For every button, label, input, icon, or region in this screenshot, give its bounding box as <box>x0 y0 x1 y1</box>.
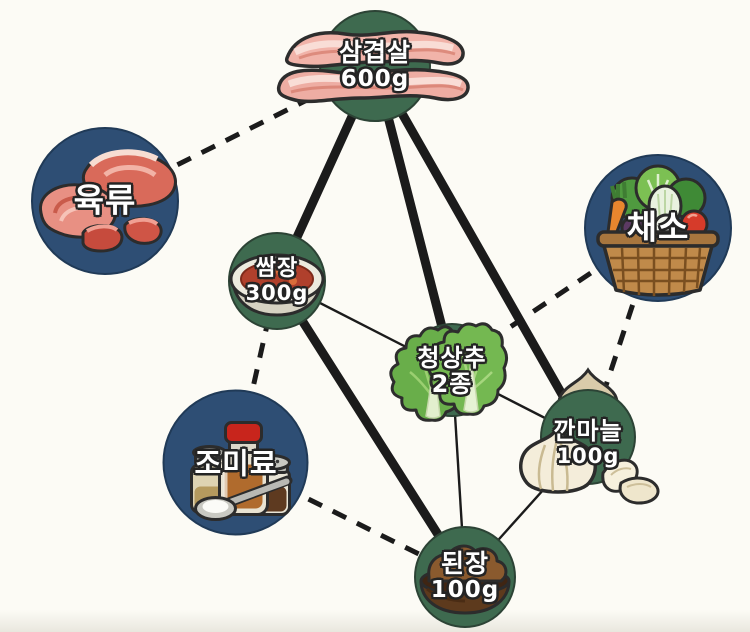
node-label: 채소 <box>626 207 690 247</box>
ssamjang-bowl-icon <box>228 232 326 330</box>
lettuce-icon <box>389 322 509 422</box>
node-ssamjang: 쌈장 300g <box>217 221 337 341</box>
node-label-group: 조미료 <box>194 445 278 480</box>
node-label-group: 깐마늘 100g <box>553 416 623 468</box>
node-label: 된장 <box>440 549 490 579</box>
node-sublabel: 100g <box>430 577 500 604</box>
node-label: 쌈장 <box>255 255 299 281</box>
node-label-group: 채소 <box>626 207 690 247</box>
node-label-group: 된장 100g <box>431 550 499 604</box>
background-band <box>0 610 750 632</box>
node-label-group: 쌈장 300g <box>245 255 309 305</box>
edge-ssamjang-doenjang <box>272 276 470 582</box>
node-label: 육류 <box>73 180 137 220</box>
node-label-group: 삼겹살 600g <box>339 39 411 93</box>
node-sublabel: 300g <box>245 280 309 305</box>
node-pork-belly: 삼겹살 600g <box>265 0 485 132</box>
node-label: 조미료 <box>194 445 278 480</box>
node-seasoning-category: 조미료 <box>154 381 319 546</box>
doenjang-bowl-icon <box>414 526 516 628</box>
node-label-group: 청상추 2종 <box>417 343 487 399</box>
node-lettuce: 청상추 2종 <box>382 296 522 436</box>
vegetable-basket-icon <box>584 154 732 302</box>
node-sublabel: 100g <box>556 443 620 468</box>
garlic-icon <box>519 367 660 505</box>
node-meat-category: 육류 <box>17 113 193 289</box>
node-garlic: 깐마늘 100g <box>503 365 673 515</box>
seasoning-jars-icon <box>162 389 309 536</box>
node-label: 깐마늘 <box>553 416 623 445</box>
node-sublabel: 2종 <box>431 370 473 399</box>
node-vegetable-category: 채소 <box>570 140 746 316</box>
node-doenjang: 된장 100g <box>403 515 527 632</box>
node-label: 청상추 <box>417 343 487 372</box>
edge-samgyeopsal-kkanmaneul <box>370 61 593 445</box>
node-label-group: 육류 <box>73 180 137 220</box>
node-label: 삼겹살 <box>338 38 412 68</box>
meat-icon <box>31 127 179 275</box>
node-sublabel: 600g <box>340 66 410 93</box>
pork-belly-icon <box>276 10 470 122</box>
